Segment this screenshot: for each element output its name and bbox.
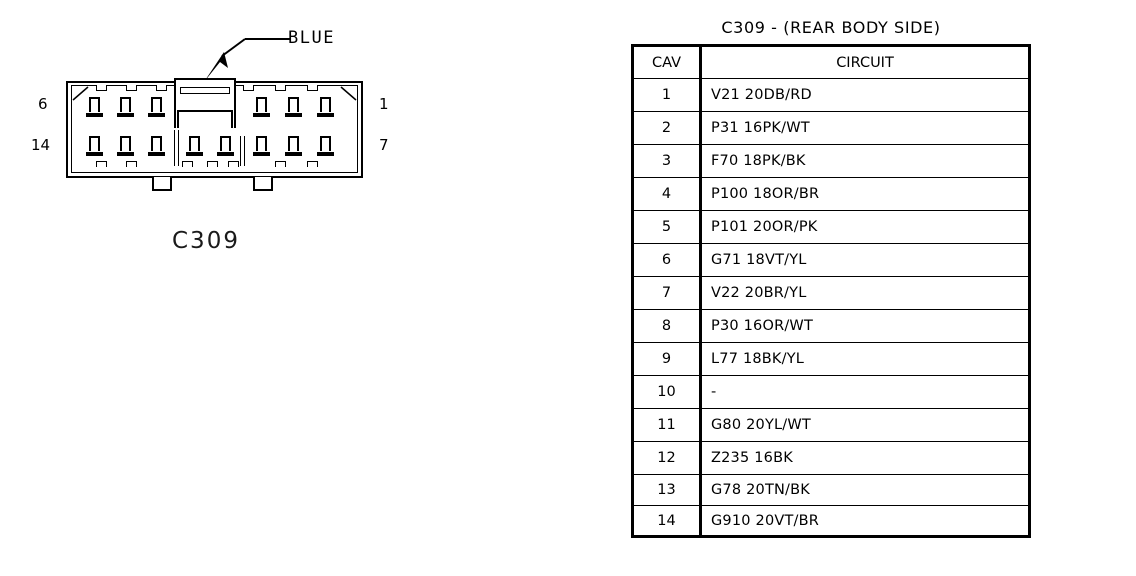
wall-notch bbox=[307, 161, 318, 167]
connector-corner-chamfers bbox=[72, 86, 357, 101]
keyway-slot bbox=[180, 87, 230, 94]
keyway-leg-right bbox=[231, 110, 236, 128]
cavity-divider bbox=[174, 130, 179, 166]
table-header-row: CAV CIRCUIT bbox=[632, 45, 1030, 79]
wall-notch bbox=[126, 85, 137, 91]
cell-circuit: G80 20YL/WT bbox=[700, 408, 1030, 442]
cell-cav: 6 bbox=[632, 243, 702, 277]
table-row: 10- bbox=[632, 375, 1030, 409]
wall-notch bbox=[182, 161, 193, 167]
wall-notch bbox=[96, 161, 107, 167]
cell-cav: 4 bbox=[632, 177, 702, 211]
cell-cav: 7 bbox=[632, 276, 702, 310]
cell-cav: 10 bbox=[632, 375, 702, 409]
cavity-divider bbox=[240, 136, 245, 166]
connector-diagram: BLUE 6 14 1 7 C309 bbox=[0, 0, 470, 300]
cell-cav: 9 bbox=[632, 342, 702, 376]
mounting-tab bbox=[253, 177, 273, 191]
cell-circuit: G78 20TN/BK bbox=[700, 474, 1030, 506]
cell-circuit: - bbox=[700, 375, 1030, 409]
terminal-pin bbox=[253, 136, 270, 156]
keyway-leg-left bbox=[174, 110, 179, 128]
wall-notch bbox=[156, 85, 167, 91]
cell-circuit: G71 18VT/YL bbox=[700, 243, 1030, 277]
cell-cav: 8 bbox=[632, 309, 702, 343]
terminal-pin bbox=[317, 136, 334, 156]
pin-number-bottom-right: 7 bbox=[379, 136, 389, 154]
cell-circuit: V22 20BR/YL bbox=[700, 276, 1030, 310]
cell-circuit: P30 16OR/WT bbox=[700, 309, 1030, 343]
terminal-pin bbox=[217, 136, 234, 156]
cell-cav: 12 bbox=[632, 441, 702, 475]
wall-notch bbox=[207, 161, 218, 167]
cell-circuit: V21 20DB/RD bbox=[700, 78, 1030, 112]
pin-number-top-right: 1 bbox=[379, 95, 389, 113]
connector-caption: C309 bbox=[172, 228, 240, 254]
cell-circuit: Z235 16BK bbox=[700, 441, 1030, 475]
column-header-circuit: CIRCUIT bbox=[700, 45, 1030, 79]
keyway-block bbox=[174, 78, 236, 112]
cell-cav: 14 bbox=[632, 505, 702, 537]
cell-cav: 5 bbox=[632, 210, 702, 244]
terminal-pin bbox=[117, 136, 134, 156]
terminal-pin bbox=[148, 136, 165, 156]
mounting-tab bbox=[152, 177, 172, 191]
cell-cav: 2 bbox=[632, 111, 702, 145]
cell-cav: 3 bbox=[632, 144, 702, 178]
terminal-pin bbox=[86, 136, 103, 156]
terminal-pin bbox=[285, 136, 302, 156]
cell-circuit: P101 20OR/PK bbox=[700, 210, 1030, 244]
terminal-pin bbox=[86, 97, 103, 117]
wall-notch bbox=[228, 161, 239, 167]
wall-notch bbox=[243, 85, 254, 91]
callout-leader-line bbox=[204, 38, 290, 82]
terminal-pin bbox=[317, 97, 334, 117]
pin-number-top-left: 6 bbox=[38, 95, 48, 113]
terminal-pin bbox=[285, 97, 302, 117]
terminal-pin bbox=[148, 97, 165, 117]
cell-circuit: P31 16PK/WT bbox=[700, 111, 1030, 145]
terminal-pin bbox=[186, 136, 203, 156]
pin-number-bottom-left: 14 bbox=[31, 136, 51, 154]
column-header-cav: CAV bbox=[632, 45, 702, 79]
cell-cav: 13 bbox=[632, 474, 702, 506]
cell-cav: 11 bbox=[632, 408, 702, 442]
callout-label-blue: BLUE bbox=[288, 28, 335, 48]
cell-circuit: G910 20VT/BR bbox=[700, 505, 1030, 537]
wall-notch bbox=[96, 85, 107, 91]
table-title: C309 - (REAR BODY SIDE) bbox=[721, 18, 941, 37]
cell-cav: 1 bbox=[632, 78, 702, 112]
cell-circuit: L77 18BK/YL bbox=[700, 342, 1030, 376]
terminal-pin bbox=[117, 97, 134, 117]
wall-notch bbox=[275, 161, 286, 167]
wall-notch bbox=[126, 161, 137, 167]
wall-notch bbox=[275, 85, 286, 91]
wall-notch bbox=[307, 85, 318, 91]
cell-circuit: P100 18OR/BR bbox=[700, 177, 1030, 211]
terminal-pin bbox=[253, 97, 270, 117]
cell-circuit: F70 18PK/BK bbox=[700, 144, 1030, 178]
